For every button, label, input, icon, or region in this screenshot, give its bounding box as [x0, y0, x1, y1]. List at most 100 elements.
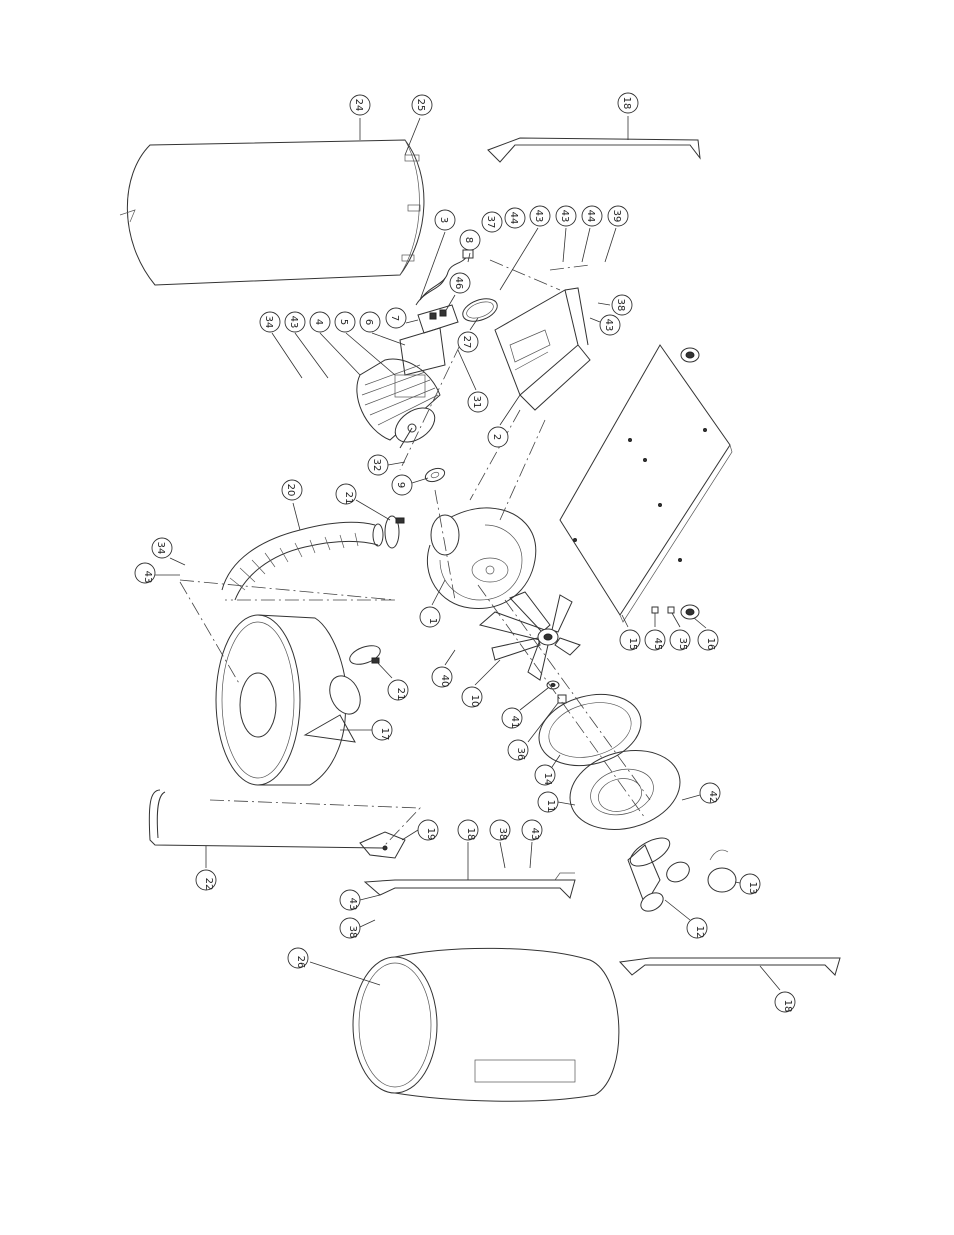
callout-label: 18: [465, 828, 476, 841]
callout-4: 4: [310, 312, 330, 332]
callout-label: 14: [542, 773, 553, 786]
callout-5: 5: [335, 312, 355, 332]
callout-40: 40: [432, 667, 452, 687]
callout-label: 12: [694, 926, 705, 939]
callout-9: 9: [392, 475, 412, 495]
callout-label: 21: [395, 688, 406, 701]
callout-22: 22: [196, 870, 216, 890]
callout-14: 14: [535, 765, 555, 785]
caster-upper: [681, 348, 699, 362]
callout-label: 43: [533, 210, 544, 223]
collar-9: [424, 466, 447, 484]
callout-label: 38: [347, 926, 358, 939]
callout-label: 37: [485, 216, 496, 229]
callout-label: 27: [461, 336, 472, 349]
callout-label: 36: [515, 748, 526, 761]
callout-43d: 43: [600, 315, 620, 335]
callout-11: 11: [538, 792, 558, 812]
callout-36: 36: [508, 740, 528, 760]
callout-label: 43: [529, 828, 540, 841]
callout-label: 44: [585, 210, 596, 223]
inlet-cap: [708, 850, 736, 892]
callout-label: 46: [453, 277, 464, 290]
callout-34a: 34: [260, 312, 280, 332]
motor-bracket: [495, 288, 590, 410]
callout-label: 10: [469, 695, 480, 708]
callout-label: 18: [621, 97, 632, 110]
callout-label: 40: [439, 675, 450, 688]
inlet-adapter: [626, 832, 693, 915]
callout-21b: 21: [388, 680, 408, 700]
callout-43b: 43: [556, 206, 576, 226]
support-bar-bottom: [620, 958, 840, 975]
callout-label: 11: [545, 800, 556, 813]
callout-label: 24: [353, 99, 364, 112]
callout-label: 13: [747, 882, 758, 895]
callout-38c: 38: [340, 918, 360, 938]
callout-label: 43: [347, 898, 358, 911]
callout-label: 2: [491, 434, 502, 440]
callout-32: 32: [368, 455, 388, 475]
callout-18-middle: 18: [458, 820, 478, 840]
callout-label: 32: [371, 459, 382, 472]
hose-clamp-upper: [385, 516, 404, 548]
callout-label: 1: [427, 618, 438, 624]
callout-label: 42: [707, 791, 718, 804]
gasket-27: [460, 294, 501, 325]
callout-label: 21: [343, 492, 354, 505]
callout-26: 26: [288, 948, 308, 968]
callout-18-bottom: 18: [775, 992, 795, 1012]
callout-label: 38: [497, 828, 508, 841]
callout-7: 7: [386, 308, 406, 328]
support-rod: [149, 790, 385, 848]
callout-label: 39: [611, 210, 622, 223]
callout-35: 35: [670, 630, 690, 650]
callout-21a: 21: [336, 484, 356, 504]
callout-label: 31: [471, 396, 482, 409]
motor: [357, 359, 441, 449]
callout-label: 43: [603, 319, 614, 332]
hook-bracket: [360, 832, 405, 858]
callout-42: 42: [700, 783, 720, 803]
callout-label: 43: [288, 316, 299, 329]
callout-2: 2: [488, 427, 508, 447]
callout-label: 34: [263, 316, 274, 329]
callout-6: 6: [360, 312, 380, 332]
callout-label: 43: [559, 210, 570, 223]
callout-39: 39: [608, 206, 628, 226]
callout-label: 17: [379, 728, 390, 741]
callout-label: 38: [615, 299, 626, 312]
caster-lower: [652, 605, 699, 619]
callout-27: 27: [458, 332, 478, 352]
callout-3: 3: [435, 210, 455, 230]
callout-19: 19: [418, 820, 438, 840]
callout-label: 19: [425, 828, 436, 841]
callout-label: 8: [463, 237, 474, 243]
callout-label: 45: [652, 638, 663, 651]
callout-label: 4: [313, 319, 324, 325]
callout-8: 8: [460, 230, 480, 250]
callout-43e: 43: [135, 563, 155, 583]
hose: [222, 522, 383, 600]
callout-44b: 44: [582, 206, 602, 226]
support-bar-top: [488, 138, 700, 162]
callout-46: 46: [450, 273, 470, 293]
switch-assembly: [400, 305, 458, 375]
callout-38a: 38: [612, 295, 632, 315]
callout-45: 45: [645, 630, 665, 650]
support-bar-middle: [365, 873, 575, 898]
callout-16: 16: [698, 630, 718, 650]
callout-label: 22: [203, 878, 214, 891]
callout-34b: 34: [152, 538, 172, 558]
callout-label: 25: [415, 99, 426, 112]
callout-label: 18: [782, 1000, 793, 1013]
callout-15: 15: [620, 630, 640, 650]
callout-10: 10: [462, 687, 482, 707]
callout-label: 3: [438, 217, 449, 223]
callout-label: 15: [627, 638, 638, 651]
washer-bolt: [547, 681, 566, 703]
callout-43c: 43: [285, 312, 305, 332]
callout-label: 26: [295, 956, 306, 969]
callout-label: 35: [677, 638, 688, 651]
